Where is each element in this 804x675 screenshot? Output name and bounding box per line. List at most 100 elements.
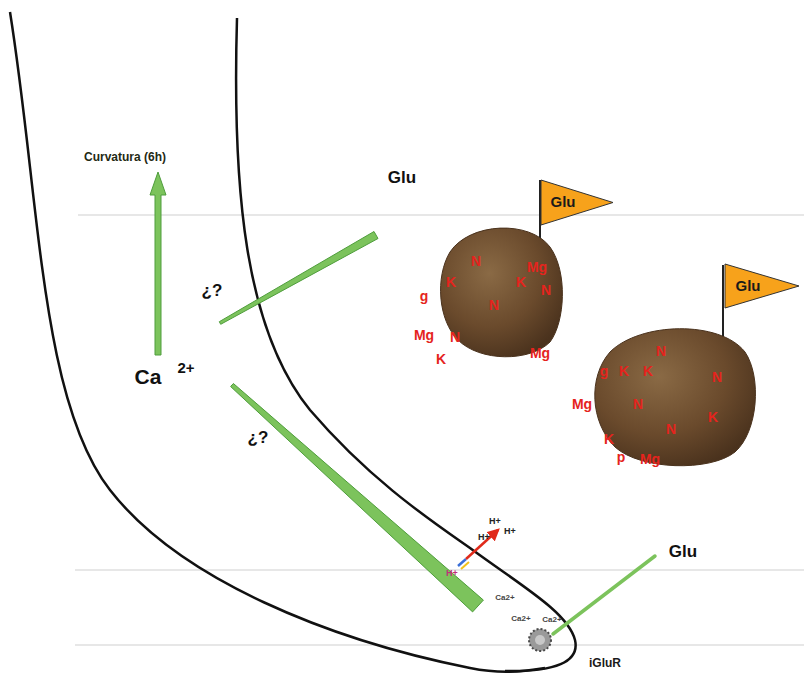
page-rules (75, 215, 804, 645)
nutrient-letter-holder: K (643, 364, 653, 379)
question-mark: ¿? (202, 282, 223, 301)
nutrient-letter-holder: N (666, 422, 676, 437)
nutrient-letter-holder: p (617, 450, 626, 465)
glutamate-label-holder: Glu (669, 543, 697, 562)
nutrient-letter-holder: N (489, 298, 499, 313)
nutrient-letter-holder: Mg (414, 328, 434, 343)
nutrient-letter-holder: N (450, 330, 460, 345)
nutrient-letter: Mg (530, 346, 550, 361)
rainbow-segment (461, 562, 469, 569)
question-mark-holder: ¿? (248, 429, 269, 448)
nutrient-letter-holder: N (656, 344, 666, 359)
glutamate-receptor: iGluR (525, 625, 625, 675)
nutrient-letter-holder: Mg (572, 397, 592, 412)
ion-charge-holder: 2+ (177, 360, 194, 377)
glutamate-label-holder: Glu (388, 169, 416, 188)
nutrient-letter-holder: K (604, 432, 614, 447)
nutrient-letter-holder: K (446, 275, 456, 290)
proton-label-holder: H+ (446, 569, 458, 579)
nutrient-letter: K (619, 364, 629, 379)
ion-charge: 2+ (177, 360, 194, 377)
nutrient-letter: p (617, 450, 626, 465)
soil-particle: MgNKKNgNMgNKMg (410, 222, 575, 374)
nutrient-letter: N (450, 330, 460, 345)
glutamate-flag: Glu (541, 180, 613, 225)
nutrient-letter: N (656, 344, 666, 359)
calcium-label: Ca2+ (542, 616, 561, 625)
glutamate-label: Glu (388, 169, 416, 188)
ion-label-holder: Ca (135, 365, 162, 388)
nutrient-letter: N (541, 283, 551, 298)
nutrient-letter-holder: Mg (530, 346, 550, 361)
curvature-arrow (150, 172, 166, 355)
nutrient-letter-holder: Mg (527, 260, 547, 275)
calcium-label-holder: Ca2+ (511, 615, 530, 624)
particle-shape (570, 322, 765, 472)
nutrient-letter-holder: g (600, 364, 609, 379)
nutrient-letter: K (604, 432, 614, 447)
flag-triangle (725, 264, 799, 308)
nutrient-letter: Mg (572, 397, 592, 412)
nutrient-letter: N (666, 422, 676, 437)
flag-label-holder: Glu (736, 278, 761, 295)
red-arrow (466, 530, 498, 559)
flag-label: Glu (551, 194, 576, 211)
flag-label: Glu (736, 278, 761, 295)
proton-label-holder: H+ (478, 533, 490, 543)
page-rule (75, 645, 804, 646)
ion-label: Ca (135, 365, 162, 388)
page-rule (78, 215, 804, 216)
nutrient-letter: K (436, 352, 446, 367)
proton-label-holder: H+ (504, 527, 516, 537)
receptor-core (535, 635, 545, 645)
question-mark-holder: ¿? (202, 282, 223, 301)
calcium-label: Ca2+ (511, 615, 530, 624)
calcium-label-holder: Ca2+ (495, 594, 514, 603)
proton-label: H+ (504, 527, 516, 537)
curvature-label-holder: Curvatura (6h) (84, 151, 166, 164)
nutrient-letter: g (600, 364, 609, 379)
nutrient-letter: g (420, 289, 429, 304)
nutrient-letter-holder: K (436, 352, 446, 367)
proton-label: H+ (478, 533, 490, 543)
nutrient-letter-holder: N (712, 370, 722, 385)
flag-triangle (541, 180, 613, 225)
glutamate-flag: Glu (725, 264, 799, 308)
glutamate-label: Glu (669, 543, 697, 562)
nutrient-letter-holder: g (420, 289, 429, 304)
receptor-label-holder: iGluR (589, 657, 621, 670)
nutrient-letter: N (489, 298, 499, 313)
glutamate-line (553, 556, 655, 634)
nutrient-letter-holder: Mg (640, 452, 660, 467)
soil-blob (441, 228, 563, 357)
nutrient-letter: Mg (527, 260, 547, 275)
proton-label: H+ (489, 517, 501, 527)
question-mark: ¿? (248, 429, 269, 448)
nutrient-letter-holder: K (516, 275, 526, 290)
receptor-label: iGluR (589, 657, 621, 670)
nutrient-letter-holder: N (541, 283, 551, 298)
soil-particle: NgKKNMgNKNKpMg (570, 322, 765, 472)
nutrient-letter-holder: N (471, 254, 481, 269)
signal-arrow (231, 384, 484, 612)
nutrient-letter: N (712, 370, 722, 385)
soil-blob (595, 329, 756, 466)
flag-label-holder: Glu (551, 194, 576, 211)
nutrient-letter: Mg (640, 452, 660, 467)
proton-label-holder: H+ (489, 517, 501, 527)
root-inner-outline (236, 18, 576, 671)
nutrient-letter: K (446, 275, 456, 290)
receptor-blob (529, 629, 551, 651)
nutrient-letter-holder: K (619, 364, 629, 379)
calcium-label: Ca2+ (495, 594, 514, 603)
nutrient-letter-holder: K (708, 410, 718, 425)
nutrient-letter-holder: N (633, 397, 643, 412)
curvature-label: Curvatura (6h) (84, 151, 166, 164)
nutrient-letter: N (471, 254, 481, 269)
flag-pole (722, 265, 724, 338)
signal-arrow (219, 232, 378, 325)
proton-efflux-arrow (458, 530, 498, 569)
nutrient-letter: K (708, 410, 718, 425)
